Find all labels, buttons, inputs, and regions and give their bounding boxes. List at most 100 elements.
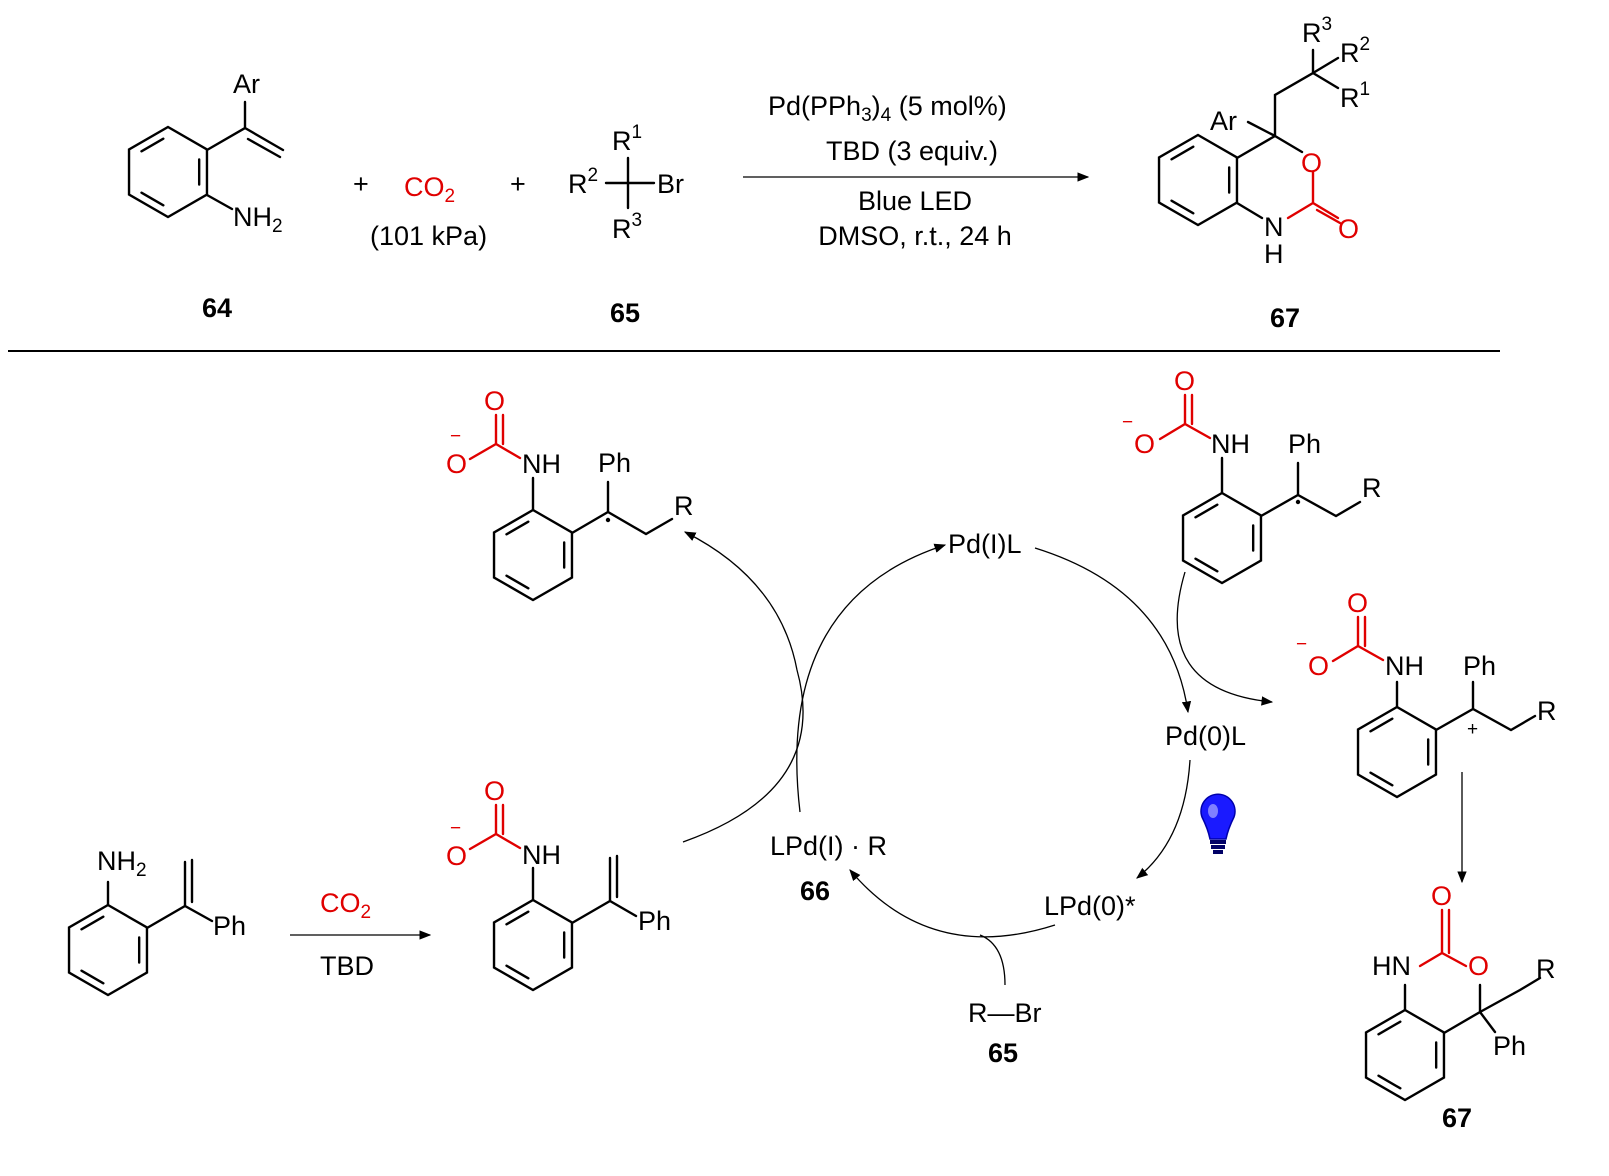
compound-label-66: 66 — [800, 876, 830, 906]
alkyl-bromide: R—Br — [968, 998, 1042, 1028]
ar-label: Ar — [233, 69, 260, 99]
compound-67-top: Ar O O N H R3 R2 R1 67 — [1157, 14, 1370, 333]
bonds — [531, 854, 638, 925]
nh-label: NH — [522, 449, 561, 479]
ph-label: Ph — [1463, 651, 1496, 681]
benzene-ring — [1356, 705, 1438, 799]
pd0-species: Pd(0)L — [1165, 721, 1246, 751]
negative-charge: − — [1122, 412, 1133, 433]
anionic-oxygen: O — [446, 449, 467, 479]
carboxylate-bonds — [468, 803, 522, 851]
bonds — [531, 476, 674, 536]
cycle-arrow — [849, 869, 1056, 938]
bonds — [604, 156, 656, 210]
r-label: R — [1362, 473, 1382, 503]
nh-label: NH — [1385, 651, 1424, 681]
radical-intermediate-left: O O − NH Ph R — [446, 386, 694, 602]
carbonyl-oxygen: O — [1338, 214, 1359, 244]
r-label: R — [1536, 954, 1556, 984]
carbamate-bonds — [1418, 908, 1468, 968]
r1-label: R1 — [612, 122, 642, 156]
anionic-oxygen: O — [446, 841, 467, 871]
co2-reagent: CO2 — [320, 888, 371, 923]
ring-oxygen: O — [1301, 148, 1322, 178]
cycle-arrow — [1136, 759, 1191, 879]
r-label: R — [1537, 696, 1557, 726]
solvent-text: DMSO, r.t., 24 h — [818, 221, 1012, 251]
carboxylate-bonds — [468, 413, 522, 461]
bonds — [1395, 680, 1537, 732]
catalytic-cycle: Pd(I)L Pd(0)L LPd(0)* LPd(I) · R 66 R—Br… — [682, 529, 1274, 1068]
r-label: R — [674, 491, 694, 521]
plus-sign: + — [353, 169, 369, 199]
ph-label: Ph — [213, 911, 246, 941]
starting-aniline: NH2 Ph — [67, 846, 246, 997]
carbonyl-oxygen: O — [484, 776, 505, 806]
bonds — [205, 100, 285, 211]
carbonyl-oxygen: O — [1174, 366, 1195, 396]
cycle-arrow — [1034, 547, 1192, 714]
compound-65: R1 R2 Br R3 65 — [568, 122, 684, 328]
excited-pd0-species: LPd(0)* — [1044, 891, 1136, 921]
ph-label: Ph — [1493, 1031, 1526, 1061]
carbamate-vinyl-intermediate: O O − NH Ph — [446, 776, 671, 992]
br-label: Br — [657, 169, 684, 199]
pd1-species: Pd(I)L — [948, 529, 1022, 559]
radical-dot — [1295, 499, 1301, 505]
ph-label: Ph — [638, 906, 671, 936]
benzene-ring — [492, 508, 574, 602]
radical-intermediate-right: O O − NH Ph R — [1122, 366, 1382, 585]
benzene-ring — [492, 898, 574, 992]
reaction-conditions: Pd(PPh3)4 (5 mol%) TBD (3 equiv.) Blue L… — [743, 91, 1090, 251]
tbd-label: TBD — [320, 951, 374, 981]
bonds — [1403, 976, 1542, 1035]
carboxylate-bonds — [1158, 393, 1212, 441]
catalyst-text: Pd(PPh3)4 (5 mol%) — [768, 91, 1007, 126]
bonds — [106, 858, 214, 930]
carboxylate-bonds — [1331, 615, 1385, 663]
carbamate-bonds — [1286, 170, 1342, 225]
nh-label: NH — [522, 840, 561, 870]
plus-sign: + — [510, 169, 526, 199]
hn-label: HN — [1372, 951, 1411, 981]
compound-label-67: 67 — [1442, 1103, 1472, 1133]
base-text: TBD (3 equiv.) — [826, 136, 998, 166]
carbonyl-oxygen: O — [484, 386, 505, 416]
r3-label: R3 — [612, 210, 642, 244]
compound-label-64: 64 — [202, 293, 232, 323]
radical-dot — [605, 517, 611, 523]
reagent-entry-arrow — [979, 934, 1006, 986]
h-label: H — [1264, 239, 1284, 269]
nh-label: NH — [1211, 429, 1250, 459]
compound-label-65: 65 — [988, 1038, 1018, 1068]
benzene-ring — [67, 903, 149, 997]
negative-charge: − — [1296, 634, 1307, 655]
pd1-alkyl-species: LPd(I) · R — [770, 831, 887, 861]
benzene-ring — [1364, 1008, 1446, 1102]
ar-label: Ar — [1210, 106, 1237, 136]
oxidation-arrow — [1176, 571, 1274, 706]
cycle-arrow — [796, 543, 947, 813]
r2-label: R2 — [568, 165, 598, 199]
ring-oxygen: O — [1468, 951, 1489, 981]
anionic-oxygen: O — [1308, 651, 1329, 681]
r2-label: R2 — [1340, 34, 1370, 68]
nh2-label: NH2 — [233, 202, 283, 237]
nh2-label: NH2 — [97, 846, 147, 881]
positive-charge: + — [1467, 719, 1478, 740]
product-67: HN O O R Ph 67 — [1364, 881, 1556, 1133]
co2-reagent: CO2 — [404, 172, 455, 207]
n-label: N — [1264, 212, 1284, 242]
radical-addition-arrow — [682, 531, 804, 843]
bonds — [1235, 48, 1340, 220]
carbonyl-oxygen: O — [1431, 881, 1452, 911]
benzene-ring — [1181, 491, 1263, 585]
carbonyl-oxygen: O — [1347, 588, 1368, 618]
compound-label-67: 67 — [1270, 303, 1300, 333]
benzene-ring — [127, 125, 209, 219]
negative-charge: − — [450, 818, 461, 839]
co2-pressure: (101 kPa) — [370, 221, 487, 251]
compound-label-65: 65 — [610, 298, 640, 328]
r1-label: R1 — [1340, 79, 1370, 113]
